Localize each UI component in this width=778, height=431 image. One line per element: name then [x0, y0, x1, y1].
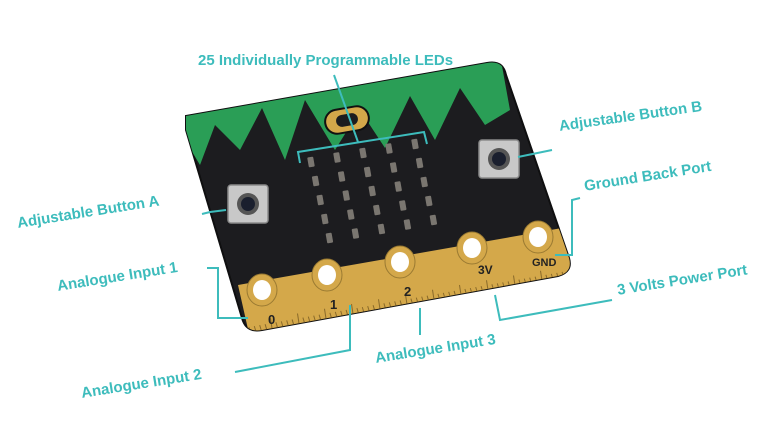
- led: [389, 162, 398, 173]
- button-a[interactable]: [227, 184, 269, 224]
- led: [385, 143, 393, 154]
- led: [351, 228, 360, 239]
- led: [333, 152, 341, 163]
- led: [311, 175, 320, 187]
- edge-tick: [459, 284, 462, 296]
- edge-tick: [334, 311, 338, 317]
- led: [363, 166, 372, 178]
- edge-tick: [313, 315, 316, 321]
- button-b[interactable]: [478, 139, 520, 179]
- edge-tick: [307, 316, 311, 322]
- edge-tick: [513, 275, 516, 286]
- label-leds: 25 Individually Programmable LEDs: [198, 52, 454, 69]
- edge-tick: [275, 322, 278, 328]
- pin-3v[interactable]: [456, 231, 488, 265]
- led-matrix: [307, 138, 438, 244]
- edge-tick: [351, 303, 354, 315]
- pin-1[interactable]: [311, 258, 343, 292]
- led: [403, 219, 412, 230]
- edge-tick: [291, 319, 295, 325]
- led: [373, 204, 381, 216]
- callout-lines: [201, 149, 613, 373]
- pin-label-2: 2: [404, 284, 411, 299]
- led: [337, 171, 346, 182]
- edge-tick: [264, 324, 268, 330]
- led: [377, 223, 386, 235]
- pin-0[interactable]: [246, 273, 278, 307]
- edge-tick: [432, 289, 435, 300]
- edge-tick: [286, 320, 289, 326]
- edge-tick: [259, 325, 262, 331]
- pin-2[interactable]: [384, 245, 416, 279]
- edge-tick: [280, 321, 284, 327]
- led: [325, 232, 334, 244]
- pin-label-1: 1: [330, 297, 337, 312]
- edge-tick: [372, 305, 376, 311]
- led: [316, 194, 324, 206]
- edge-tick: [324, 308, 327, 319]
- pin-label-0: 0: [268, 312, 275, 327]
- edge-tick: [356, 307, 359, 314]
- pin-label-gnd: GND: [532, 257, 557, 269]
- edge-tick: [405, 294, 408, 305]
- led: [411, 138, 419, 150]
- edge-tick: [378, 299, 381, 310]
- led: [359, 147, 367, 159]
- led: [368, 185, 376, 197]
- edge-tick: [253, 325, 257, 331]
- led: [415, 157, 424, 169]
- led: [394, 181, 402, 192]
- edge-tick: [383, 303, 386, 309]
- led: [342, 190, 350, 201]
- led: [399, 200, 407, 211]
- edge-tick: [361, 306, 365, 313]
- led: [425, 195, 433, 207]
- pin-gnd[interactable]: [522, 220, 554, 254]
- led: [420, 176, 428, 188]
- edge-tick: [318, 314, 322, 320]
- edge-tick: [270, 318, 273, 329]
- edge-tick: [329, 312, 332, 318]
- led: [307, 156, 315, 168]
- pin-label-3v: 3V: [478, 263, 493, 277]
- led: [429, 214, 438, 226]
- edge-tick: [297, 313, 300, 324]
- edge-tick: [302, 317, 305, 323]
- edge-tick: [388, 302, 392, 308]
- led-callout-bracket: [296, 130, 428, 164]
- edge-tick: [340, 310, 343, 317]
- gold-edge-connector: [238, 228, 570, 331]
- edge-tick: [345, 309, 349, 316]
- led: [347, 209, 355, 220]
- edge-tick: [367, 306, 370, 312]
- led: [321, 213, 329, 225]
- edge-tick: [486, 280, 489, 291]
